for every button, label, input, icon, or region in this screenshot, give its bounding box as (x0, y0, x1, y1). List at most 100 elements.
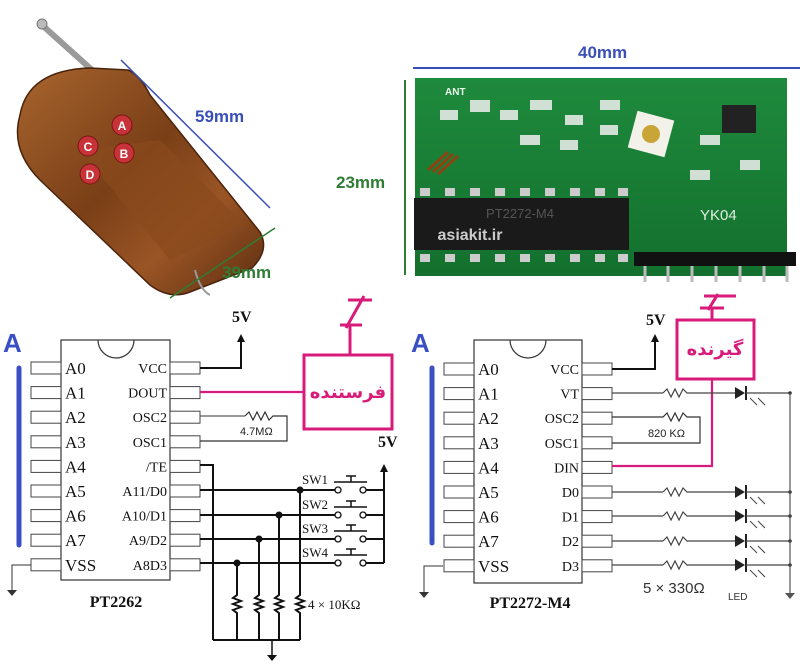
supply-arrow-icon (237, 334, 245, 342)
pin-header (634, 252, 796, 266)
receiver-module-photo: 40mm 23mm ANT PT2272-M4 asiakit.ir YK04 (336, 43, 800, 282)
led-resistor (662, 559, 735, 571)
light-emission-icon (749, 569, 758, 578)
din-wire (612, 379, 714, 468)
ground-icon (419, 592, 429, 598)
pin-label: A2 (65, 408, 86, 427)
pin-lead (169, 558, 201, 572)
switch-contact (334, 535, 342, 543)
pin-lead (443, 436, 475, 450)
pin-lead (581, 534, 613, 548)
pin-lead (443, 460, 475, 474)
switch-contact (334, 559, 342, 567)
vcc-wire (612, 340, 656, 370)
pin-label: A8D3 (133, 559, 167, 574)
pin-label: OSC2 (545, 412, 579, 427)
smd-ic (722, 105, 756, 133)
antenna-icon (340, 295, 372, 329)
switch-contact (359, 486, 367, 494)
led-diode-icon (735, 510, 745, 522)
width-dimension-label: 39mm (222, 263, 271, 282)
pin-lead (581, 436, 613, 450)
rf-coil (426, 150, 460, 176)
pin-lead (30, 509, 62, 523)
pin-label: DIN (554, 461, 579, 476)
switch-contact (334, 511, 342, 519)
pin-lead (169, 533, 201, 547)
address-bus-label: A (411, 328, 430, 358)
ground-icon (785, 593, 795, 599)
length-dimension-line (120, 59, 271, 209)
pulldown-resistor (272, 515, 286, 640)
pcb-ant-label: ANT (445, 87, 466, 98)
transmitter-module-label: فرستنده (310, 382, 386, 403)
pulldown-resistor (293, 490, 307, 640)
led-resistors-label: 5 × 330Ω (643, 580, 705, 597)
watermark: asiakit.ir (438, 227, 503, 244)
keyring (194, 269, 211, 296)
pin-lead (443, 510, 475, 524)
chip-notch (509, 339, 547, 359)
osc-resistor-label: 820 KΩ (648, 428, 685, 440)
switch-label: SW3 (302, 521, 328, 536)
pin-lead (169, 459, 201, 473)
pin-lead (443, 387, 475, 401)
pin-label: VT (560, 388, 579, 403)
pin-label: A5 (65, 482, 86, 501)
pt2272-chip-body (473, 339, 583, 584)
led-resistor (662, 387, 735, 399)
pin-label: OSC1 (133, 436, 167, 451)
light-emission-icon (749, 520, 758, 529)
ground-icon (267, 655, 277, 661)
pin-label: A10/D1 (122, 510, 167, 525)
pin-label: A3 (65, 433, 86, 452)
light-emission-icon (749, 397, 758, 406)
pin-lead (581, 362, 613, 376)
switch-label: SW2 (302, 497, 328, 512)
pin-label: A4 (478, 458, 499, 477)
module-width-dimension-label: 40mm (578, 43, 627, 62)
light-emission-icon (749, 496, 758, 505)
switch-label: SW4 (302, 545, 329, 560)
pulldown-resistor (230, 563, 244, 640)
pin-lead (581, 460, 613, 474)
pin-lead (30, 484, 62, 498)
pin-label: A7 (65, 531, 86, 550)
led-diode-icon (735, 559, 745, 571)
pin-label: VSS (65, 556, 96, 575)
switch-contact (359, 535, 367, 543)
pin-lead (581, 485, 613, 499)
led-diode-icon (735, 486, 745, 498)
button-label-d: D (86, 168, 95, 182)
pin-label: A1 (65, 384, 86, 403)
vss-wire (11, 564, 31, 590)
pin-label: A11/D0 (122, 485, 167, 500)
chip-name-label: PT2272-M4 (490, 595, 571, 612)
pin-lead (169, 484, 201, 498)
remote-button-c (77, 135, 99, 157)
pin-label: A1 (478, 385, 499, 404)
pulldown-resistor (252, 539, 266, 640)
antenna (39, 22, 95, 73)
led-label: LED (728, 592, 747, 603)
transmitter-rf-module (302, 353, 394, 431)
pin-lead (30, 386, 62, 400)
pin-lead (30, 533, 62, 547)
vcc-wire (200, 340, 242, 369)
pin-label: /TE (146, 460, 167, 475)
trimmer-screw (642, 125, 660, 143)
led-diode-icon (735, 535, 745, 547)
pin-lead (30, 435, 62, 449)
led-resistor (662, 486, 735, 498)
pin-lead (30, 459, 62, 473)
supply-label: 5V (646, 312, 666, 329)
te-wire (200, 464, 214, 640)
pin-lead (581, 559, 613, 573)
pin-label: A0 (65, 359, 86, 378)
pin-label: D2 (562, 535, 579, 550)
led-diode-icon (735, 387, 745, 399)
